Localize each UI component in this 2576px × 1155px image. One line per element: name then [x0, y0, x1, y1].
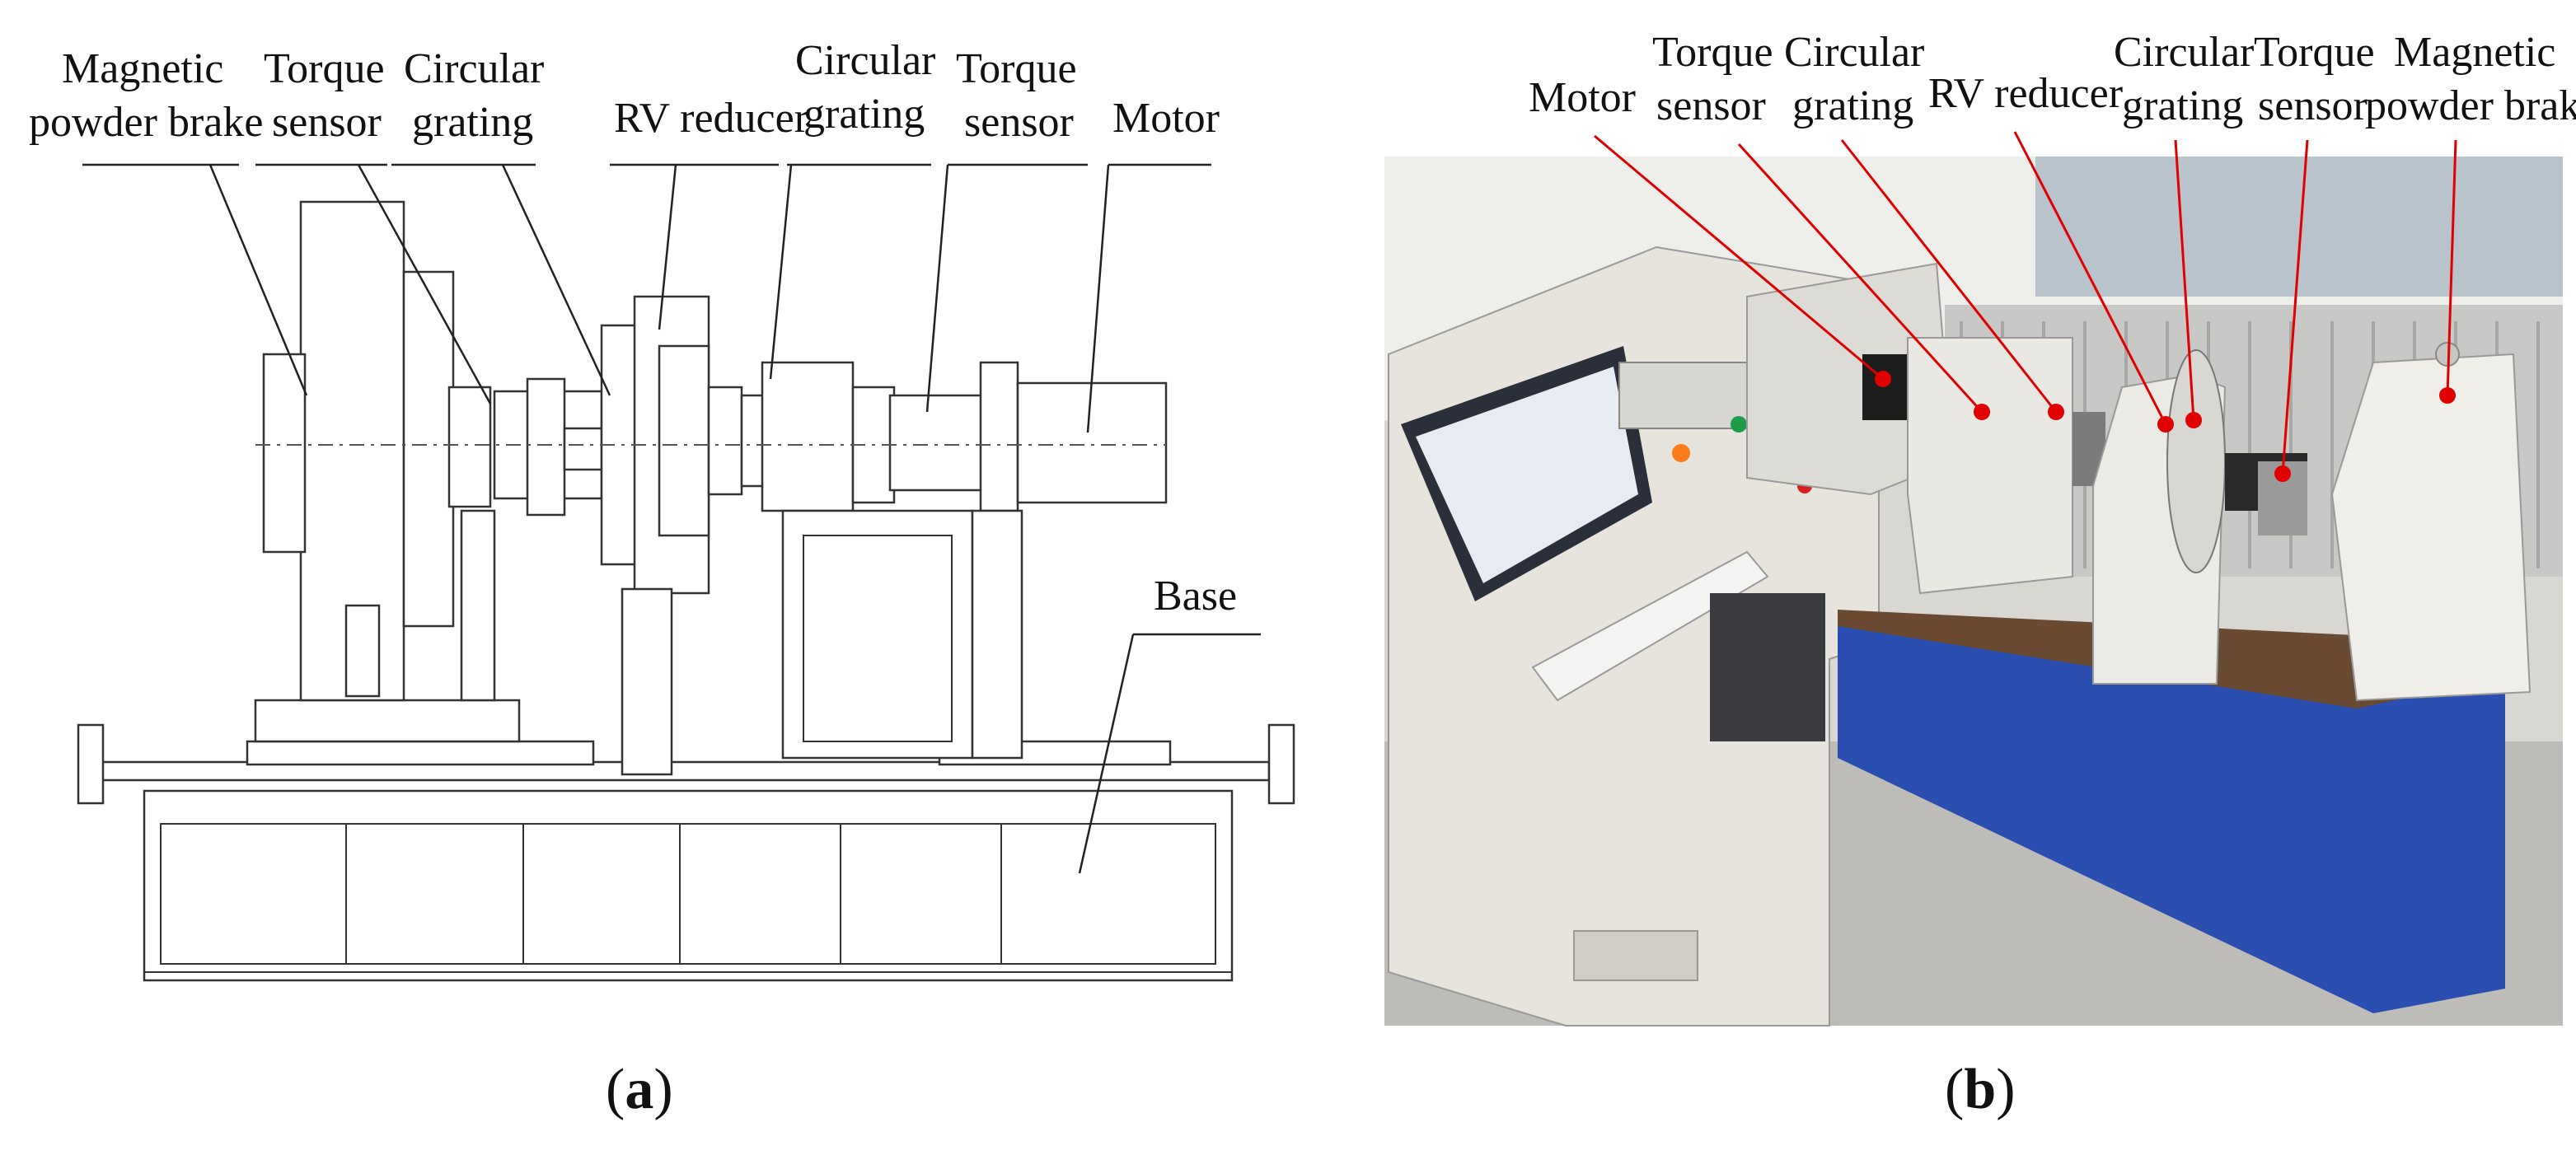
label-a-grating1-1: Circular — [404, 45, 544, 92]
base-inner — [160, 823, 1216, 965]
indicator-green — [1731, 416, 1747, 433]
panel-a-callouts — [82, 163, 1261, 874]
label-b-torque2-1: Torque — [2254, 29, 2375, 76]
label-b-grating2-2: grating — [2122, 82, 2243, 129]
label-b-grating1-1: Circular — [1784, 29, 1924, 76]
panel-b-photo: Motor Torque sensor Circular grating RV … — [1384, 29, 2576, 1121]
caption-b: (b) — [1945, 1058, 2016, 1121]
motor-photo — [1862, 354, 1912, 420]
label-a-grating1-2: grating — [412, 99, 533, 146]
label-b-torque1-2: sensor — [1656, 82, 1766, 129]
label-b-torque2-2: sensor — [2258, 82, 2368, 129]
indicator-orange — [1672, 444, 1690, 462]
label-b-grating1-2: grating — [1792, 82, 1913, 129]
label-a-torque1-2: sensor — [272, 99, 382, 146]
handwheel-left — [77, 723, 105, 805]
label-a-base: Base — [1154, 573, 1237, 620]
industrial-pc — [1710, 593, 1825, 741]
torque-sensor-box — [1907, 337, 2073, 595]
label-a-grating2-1: Circular — [795, 37, 935, 84]
label-b-grating2-1: Circular — [2114, 29, 2254, 76]
label-b-motor: Motor — [1529, 74, 1636, 121]
base-ribs — [345, 824, 1002, 964]
label-b-brake-1: Magnetic — [2394, 29, 2555, 76]
panel-a-drawing: Magnetic powder brake Torque sensor Circ… — [29, 37, 1295, 1121]
label-a-torque1-1: Torque — [264, 45, 385, 92]
brake-unit — [2330, 353, 2532, 702]
label-b-rv-reducer: RV reducer — [1928, 70, 2123, 117]
label-a-torque2-1: Torque — [956, 45, 1077, 92]
monitor-screen — [1416, 367, 1638, 583]
base-frame — [143, 789, 1234, 982]
motor-body — [1016, 381, 1168, 504]
label-a-brake-1: Magnetic — [62, 45, 223, 92]
panel-b-callouts — [1594, 131, 2457, 482]
label-a-motor: Motor — [1112, 95, 1220, 142]
test-bench-base — [1838, 626, 2505, 1013]
keyboard — [1531, 550, 1769, 702]
window — [2035, 157, 2563, 297]
label-a-brake-2: powder brake — [29, 99, 263, 146]
label-a-grating2-2: grating — [803, 91, 925, 138]
caption-a: (a) — [606, 1058, 673, 1121]
label-b-brake-2: powder brake — [2365, 82, 2576, 129]
label-b-torque1-1: Torque — [1652, 29, 1773, 76]
label-a-rv-reducer: RV reducer — [614, 95, 808, 142]
label-a-torque2-2: sensor — [964, 99, 1074, 146]
handwheel-right — [1267, 723, 1295, 805]
